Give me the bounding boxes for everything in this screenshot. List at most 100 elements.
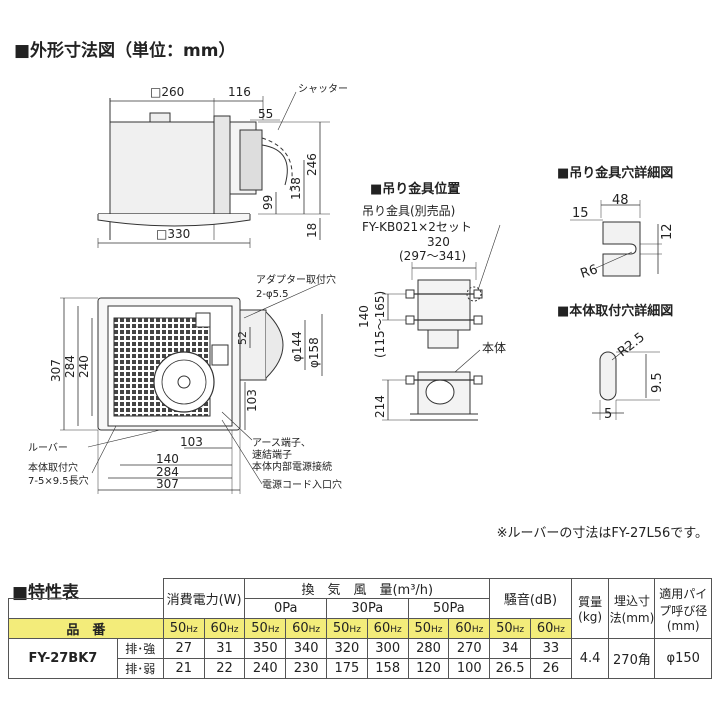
dim-140-h: 140 [156,452,179,466]
value-cell: 340 [285,638,327,659]
dim-140: 140 [357,305,371,328]
mount-hole-label: 本体取付穴 [28,461,78,474]
value-cell: 320 [326,638,368,659]
earth-label: アース端子、 [252,436,311,449]
spec-row-weak: 排･弱 21 22 240 230 175 158 120 100 26.5 2… [9,658,712,679]
body-label: 本体 [482,341,506,355]
value-cell: 300 [366,638,409,659]
value-cell: 350 [244,638,287,659]
hanger-label: 吊り金具(別売品) [362,203,455,218]
header-noise: 騒音(dB) [489,578,572,619]
spec-row-strong: FY-27BK7 排･強 27 31 350 340 320 300 280 2… [8,638,712,679]
dim-48: 48 [612,193,629,208]
adapter-label: アダプター取付穴 [256,273,336,286]
dim-144: φ144 [290,331,304,362]
bottom-view [60,282,323,494]
hz-cell: 60Hz [203,618,246,639]
value-cell: 120 [407,658,450,679]
header-embed: 埋込寸法(mm) [608,578,656,639]
embed-cell: 270角 [608,638,656,679]
dim-12: 12 [660,223,675,240]
value-cell: 240 [244,658,287,679]
value-cell: 33 [529,638,572,659]
hanger-position-heading: ■吊り金具位置 [370,181,460,197]
hz-cell: 50Hz [162,618,205,639]
dim-bottom-width: □330 [156,227,190,241]
value-cell: 26 [529,658,572,679]
dim-284-v: 284 [63,355,77,378]
value-cell: 34 [489,638,531,659]
side-view [97,91,330,248]
value-cell: 270 [448,638,491,659]
hanger-hole-heading: ■吊り金具穴詳細図 [557,165,673,181]
dim-55: 55 [258,107,273,121]
louver-label: ルーバー [28,442,68,454]
value-cell: 280 [407,638,450,659]
value-cell: 100 [448,658,491,679]
dim-138: 138 [289,177,303,200]
dim-52: 52 [236,331,249,345]
dim-top-width: □260 [150,85,184,99]
dim-307-v: 307 [49,359,63,382]
adapter-holes: 2-φ5.5 [256,289,288,300]
value-cell: 158 [366,658,409,679]
header-power: 消費電力(W) [162,578,246,619]
header-pipe: 適用パイプ呼び径(mm) [654,578,712,639]
dim-103-h: 103 [180,435,203,449]
pipe-cell: φ150 [654,638,712,679]
hanger-position-view [382,224,501,421]
header-model: 品 番 [8,618,164,639]
dim-99: 99 [261,195,275,210]
hz-cell: 60Hz [366,618,409,639]
body-hole-heading: ■本体取付穴詳細図 [557,303,673,319]
header-0pa: 0Pa [244,598,327,619]
dim-5: 5 [604,407,612,422]
dim-240-v: 240 [77,355,91,378]
spec-header-row-3: 品 番 50Hz 60Hz 50Hz 60Hz 50Hz 60Hz 50Hz 6… [8,618,712,639]
dim-top-offset: 116 [228,85,251,99]
hz-cell: 60Hz [285,618,327,639]
value-cell: 31 [203,638,246,659]
mode-cell: 排･弱 [116,658,164,679]
dim-95: 9.5 [650,372,665,393]
internal-label: 本体内部電源接続 [252,460,332,473]
dim-284-h: 284 [156,465,179,479]
value-cell: 175 [326,658,368,679]
value-cell: 21 [162,658,205,679]
dim-r25: R2.5 [615,330,648,360]
quick-label: 速結端子 [252,448,292,461]
dim-158: φ158 [307,337,321,368]
hanger-hole-view [570,200,662,277]
dim-246: 246 [305,153,319,176]
dim-15: 15 [572,206,589,221]
header-mass: 質量(kg) [570,578,610,639]
body-hole-view [592,343,660,420]
spec-table: 消費電力(W) 換 気 風 量(m³/h) 騒音(dB) 質量(kg) 埋込寸法… [8,578,712,679]
value-cell: 22 [203,658,246,679]
header-30pa: 30Pa [326,598,409,619]
dim-320: 320 [427,235,450,249]
dim-307-h: 307 [156,477,179,491]
value-cell: 27 [162,638,205,659]
dimension-drawings: □260 116 □330 シャッター 55 246 138 99 18 [28,83,675,494]
header-50pa: 50Pa [407,598,491,619]
mode-cell: 排･強 [116,638,164,659]
dim-297-341: (297～341) [399,249,466,263]
model-cell: FY-27BK7 [8,638,118,679]
dim-115-165: (115～165) [373,291,387,358]
mount-hole-spec: 7-5×9.5長穴 [28,474,89,487]
dim-r6: R6 [579,262,600,282]
louver-note: ※ルーバーの寸法はFY-27L56です。 [496,526,708,541]
hz-cell: 50Hz [244,618,287,639]
spec-header-row-1: 消費電力(W) 換 気 風 量(m³/h) 騒音(dB) 質量(kg) 埋込寸法… [8,578,712,639]
hz-cell: 60Hz [529,618,572,639]
dim-103-v: 103 [245,389,259,412]
dim-18: 18 [305,223,319,238]
value-cell: 26.5 [489,658,531,679]
dimension-heading: ■外形寸法図（単位：mm） [14,41,236,61]
mass-cell: 4.4 [570,638,610,679]
hz-cell: 50Hz [326,618,368,639]
value-cell: 230 [285,658,327,679]
header-airflow: 換 気 風 量(m³/h) [244,578,491,599]
hanger-model: FY-KB021×2セット [362,220,472,234]
